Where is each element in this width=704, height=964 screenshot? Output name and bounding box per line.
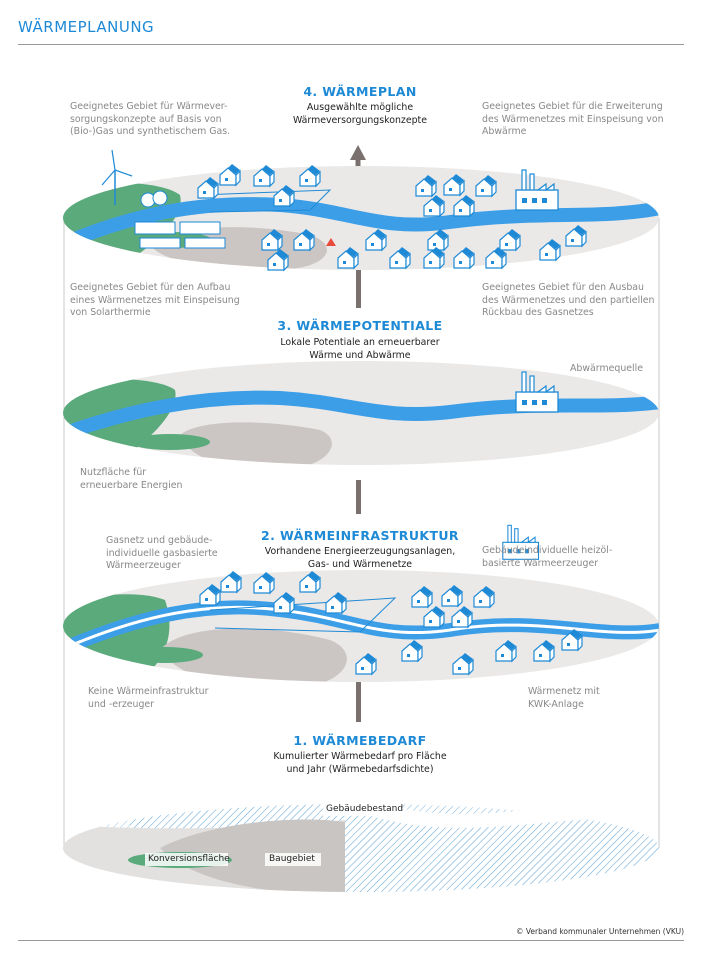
infra-label-br-2: KWK-Anlage <box>528 698 584 710</box>
infra-label-bl-1: Keine Wärmeinfrastruktur <box>88 686 209 697</box>
plan-label-bl-3: von Solarthermie <box>70 307 151 318</box>
copyright-credit: © Verband kommunaler Unternehmen (VKU) <box>515 927 684 936</box>
potentials-heading: 3. WÄRMEPOTENTIALE <box>277 318 443 333</box>
plan-label-br-3: Rückbau des Gasnetzes <box>482 307 594 318</box>
plan-label-tr-1: Geeignetes Gebiet für die Erweiterung <box>482 101 663 112</box>
infra-label-tl-3: Wärmeerzeuger <box>106 560 181 571</box>
plan-label-tl-1: Geeignetes Gebiet für Wärmever- <box>70 101 228 112</box>
infrastructure-layer <box>63 524 659 682</box>
building-area-label: Baugebiet <box>269 854 315 864</box>
potentials-sub-line-2: Wärme und Abwärme <box>309 349 411 361</box>
infra-label-tr-1: Gebäudeindividuelle heizöl- <box>482 545 613 556</box>
potentials-label-bottom-left: Nutzfläche für erneuerbare Energien <box>80 467 182 492</box>
infrastructure-sub: Vorhandene Energieerzeugungsanlagen, Gas… <box>160 546 560 571</box>
demand-sub: Kumulierter Wärmebedarf pro Fläche und J… <box>160 751 560 776</box>
plan-sub-line-2: Wärmeversorgungskonzepte <box>292 114 427 126</box>
plan-label-tl-3: (Bio-)Gas und synthetischem Gas. <box>70 126 231 137</box>
plan-heading: 4. WÄRMEPLAN <box>303 84 417 99</box>
potentials-sub: Lokale Potentiale an erneuerbarer Wärme … <box>160 337 560 362</box>
plan-label-bl-1: Geeignetes Gebiet für den Aufbau <box>70 282 231 293</box>
plan-label-tl-2: sorgungskonzepte auf Basis von <box>70 113 222 125</box>
building-stock-label: Gebäudebestand <box>326 804 404 814</box>
infra-label-tl-2: individuelle gasbasierte <box>106 547 218 559</box>
potentials-label-bl-1: Nutzfläche für <box>80 467 147 478</box>
infra-label-br-1: Wärmenetz mit <box>528 686 600 697</box>
plan-label-bottom-right: Geeignetes Gebiet für den Ausbau des Wär… <box>482 282 655 320</box>
infrastructure-label-top-left: Gasnetz und gebäude- individuelle gasbas… <box>106 535 218 573</box>
page-title: WÄRMEPLANUNG <box>18 18 155 36</box>
infrastructure-label-bottom-right: Wärmenetz mit KWK-Anlage <box>528 686 600 711</box>
conversion-area-label: Konversionsfläche <box>148 854 230 864</box>
plan-label-br-2: des Wärmenetzes und den partiellen <box>482 294 655 306</box>
demand-sub-line-2: und Jahr (Wärmebedarfsdichte) <box>286 763 434 775</box>
plan-layer <box>63 149 659 271</box>
plan-label-top-right: Geeignetes Gebiet für die Erweiterung de… <box>482 101 664 139</box>
potentials-label-bl-2: erneuerbare Energien <box>80 479 183 491</box>
infra-label-tl-1: Gasnetz und gebäude- <box>106 535 213 546</box>
infrastructure-label-top-right: Gebäudeindividuelle heizöl- basierte Wär… <box>482 545 612 570</box>
plan-label-tr-3: Abwärme <box>482 126 527 137</box>
demand-sub-line-1: Kumulierter Wärmebedarf pro Fläche <box>273 751 447 762</box>
plan-label-bottom-left: Geeignetes Gebiet für den Aufbau eines W… <box>70 282 240 320</box>
infrastructure-heading: 2. WÄRMEINFRASTRUKTUR <box>261 528 459 543</box>
plan-label-bl-2: eines Wärmenetzes mit Einspeisung <box>70 294 240 306</box>
plan-label-tr-2: des Wärmenetzes mit Einspeisung von <box>482 113 664 125</box>
potentials-label-waste-heat: Abwärmequelle <box>570 363 644 374</box>
potentials-layer <box>63 361 659 465</box>
infra-label-bl-2: und -erzeuger <box>88 698 155 710</box>
infrastructure-label-bottom-left: Keine Wärmeinfrastruktur und -erzeuger <box>88 686 208 711</box>
plan-sub-line-1: Ausgewählte mögliche <box>306 102 414 113</box>
footer-divider <box>18 940 684 941</box>
potentials-sub-line-1: Lokale Potentiale an erneuerbarer <box>280 337 440 348</box>
infrastructure-sub-line-1: Vorhandene Energieerzeugungsanlagen, <box>264 546 456 557</box>
demand-heading: 1. WÄRMEBEDARF <box>293 733 427 748</box>
infra-label-tr-2: basierte Wärmeerzeuger <box>482 557 599 569</box>
infrastructure-sub-line-2: Gas- und Wärmenetze <box>307 558 413 570</box>
plan-label-top-left: Geeignetes Gebiet für Wärmever- sorgungs… <box>70 101 230 139</box>
header-divider <box>18 44 684 45</box>
plan-sub: Ausgewählte mögliche Wärmeversorgungskon… <box>160 102 560 127</box>
plan-label-br-1: Geeignetes Gebiet für den Ausbau <box>482 282 644 293</box>
